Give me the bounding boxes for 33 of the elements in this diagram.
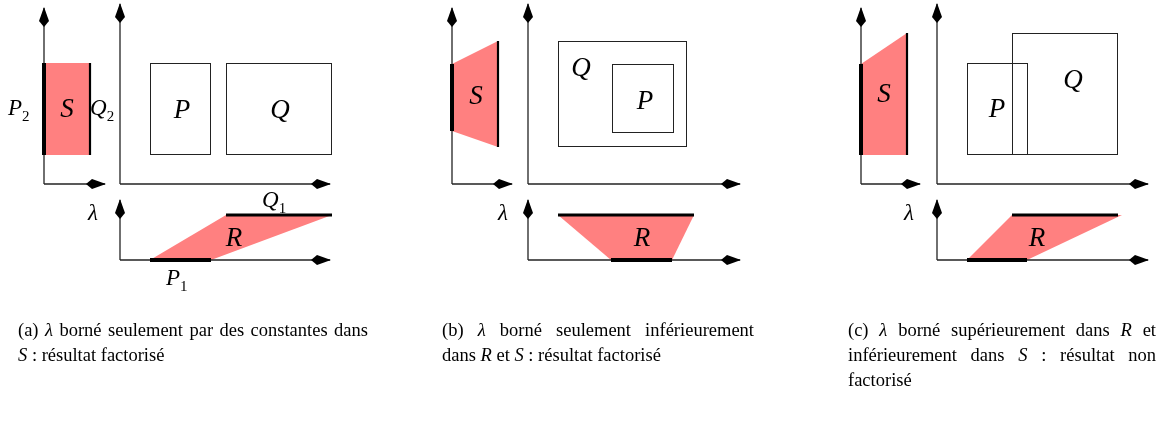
region-letter: S (877, 79, 891, 107)
rectangle (1012, 33, 1118, 155)
rectangle (967, 63, 1028, 155)
rectangle (558, 41, 687, 147)
region-letter: Q (571, 53, 591, 81)
rectangle (150, 63, 211, 155)
shaded-region (558, 215, 694, 260)
rectangle (226, 63, 332, 155)
region-letter: R (225, 223, 243, 251)
region-letter: S (60, 94, 74, 122)
caption-text: (b) λ borné seulement inférieurement dans R et S : résultat factorisé (442, 319, 754, 367)
math-label: λ (904, 201, 914, 224)
math-label: λ (498, 201, 508, 224)
region-letter: S (469, 81, 483, 109)
shaded-region (861, 33, 907, 155)
region-letter: R (633, 223, 651, 251)
region-letter: P (988, 94, 1006, 122)
region-letter: Q (270, 95, 290, 123)
caption-text: (a) λ borné seulement par des constantes dans S : résultat factorisé (18, 319, 368, 367)
rectangle (612, 64, 674, 133)
region-letter: P (173, 95, 191, 123)
math-label: P$_{2}$ (8, 96, 30, 124)
caption-text: (c) λ borné supérieurement dans R et inférieurement dans S : résultat non factorisé (848, 319, 1156, 392)
math-label: Q$_{1}$ (262, 188, 287, 216)
math-label: λ (88, 201, 98, 224)
math-label: Q$_{2}$ (90, 96, 115, 124)
region-letter: Q (1063, 65, 1083, 93)
shaded-region (44, 63, 90, 155)
region-letter: R (1028, 223, 1046, 251)
shaded-region (452, 41, 498, 147)
math-label: P$_{1}$ (166, 266, 188, 294)
shaded-region (967, 215, 1122, 260)
region-letter: P (636, 86, 654, 114)
